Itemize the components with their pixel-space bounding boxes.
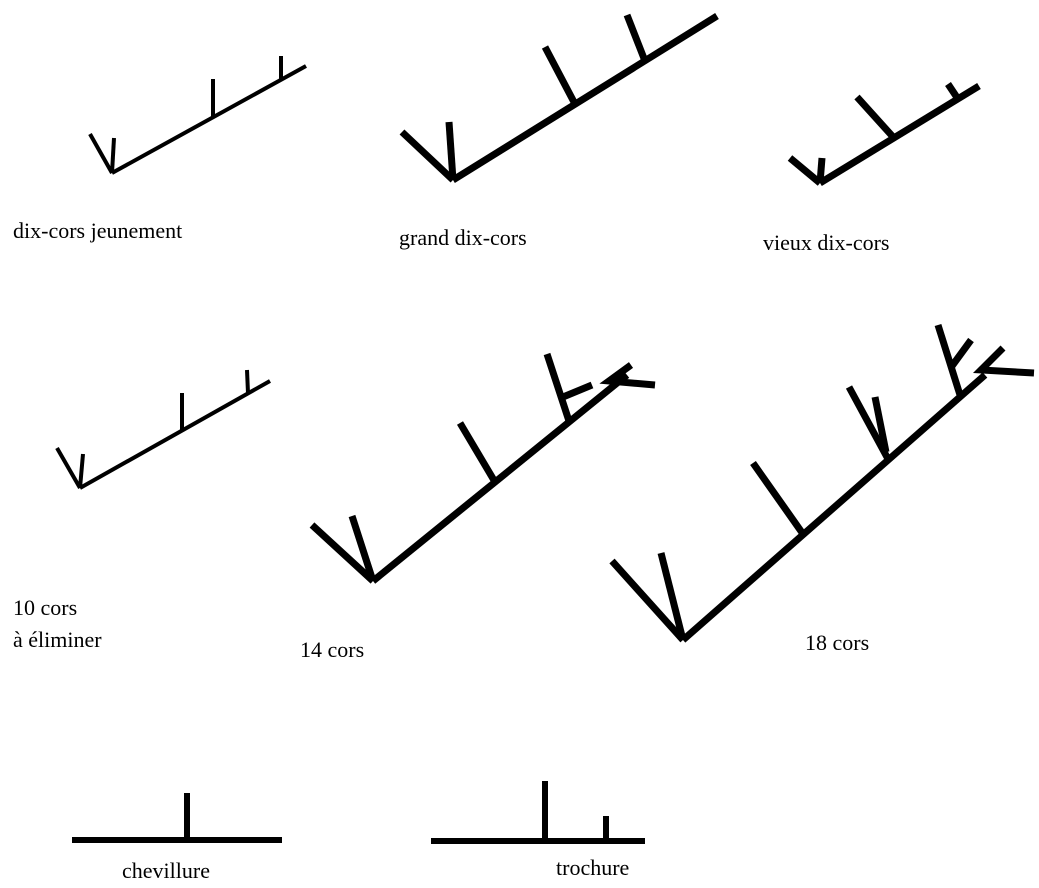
antler-brow-tine: [309, 522, 376, 584]
antler-tine: [541, 45, 579, 106]
antler-brow-tine: [609, 558, 686, 643]
antler-beam: [111, 64, 307, 175]
antler-brow-tine: [55, 447, 82, 489]
antler-brow-tine: [816, 157, 826, 184]
antler-brow-tine: [110, 137, 116, 174]
antler-beam: [79, 379, 271, 490]
antler-tine: [623, 13, 649, 63]
label-10-cors-line1: 10 cors: [13, 595, 78, 620]
antler-beam: [370, 372, 630, 584]
antler-10-cors: [55, 369, 271, 490]
trochure-figure: [431, 781, 645, 844]
antler-tine: [561, 381, 594, 401]
antler-grand-dix-cors: [399, 13, 719, 183]
antler-brow-tine: [78, 453, 85, 489]
antler-brow-tine: [348, 514, 377, 583]
antler-tine: [871, 396, 890, 453]
antler-brow-tine: [88, 133, 114, 174]
antler-crown-tine: [599, 362, 656, 389]
antler-brow-tine: [787, 155, 823, 186]
antler-tine: [750, 460, 806, 537]
label-14-cors: 14 cors: [300, 637, 365, 662]
antler-tine: [245, 369, 250, 394]
antler-tine: [945, 82, 961, 101]
antler-beam: [451, 13, 719, 183]
antler-beam: [680, 372, 988, 643]
label-grand-dix-cors: grand dix-cors: [399, 225, 527, 250]
antler-14-cors: [309, 352, 656, 584]
antler-brow-tine: [399, 129, 456, 183]
antler-tine: [456, 421, 499, 484]
antler-brow-tine: [657, 552, 687, 641]
antler-tine: [854, 94, 897, 141]
antler-18-cors: [609, 323, 1035, 643]
antler-vieux-dix-cors: [787, 82, 981, 186]
label-chevillure: chevillure: [122, 858, 210, 883]
antler-tine: [934, 323, 964, 397]
antler-brow-tine: [445, 121, 457, 181]
antler-beam: [818, 83, 981, 186]
antler-dix-cors-jeunement: [88, 56, 307, 175]
antler-tine: [543, 352, 573, 423]
label-10-cors-line2: à éliminer: [13, 627, 102, 652]
label-trochure: trochure: [556, 855, 630, 880]
antler-tine: [949, 337, 974, 369]
label-vieux-dix-cors: vieux dix-cors: [763, 230, 890, 255]
label-18-cors: 18 cors: [805, 630, 870, 655]
chevillure-figure: [72, 793, 282, 843]
label-dix-cors-jeunement: dix-cors jeunement: [13, 218, 183, 243]
antler-crown-tine: [972, 345, 1035, 377]
